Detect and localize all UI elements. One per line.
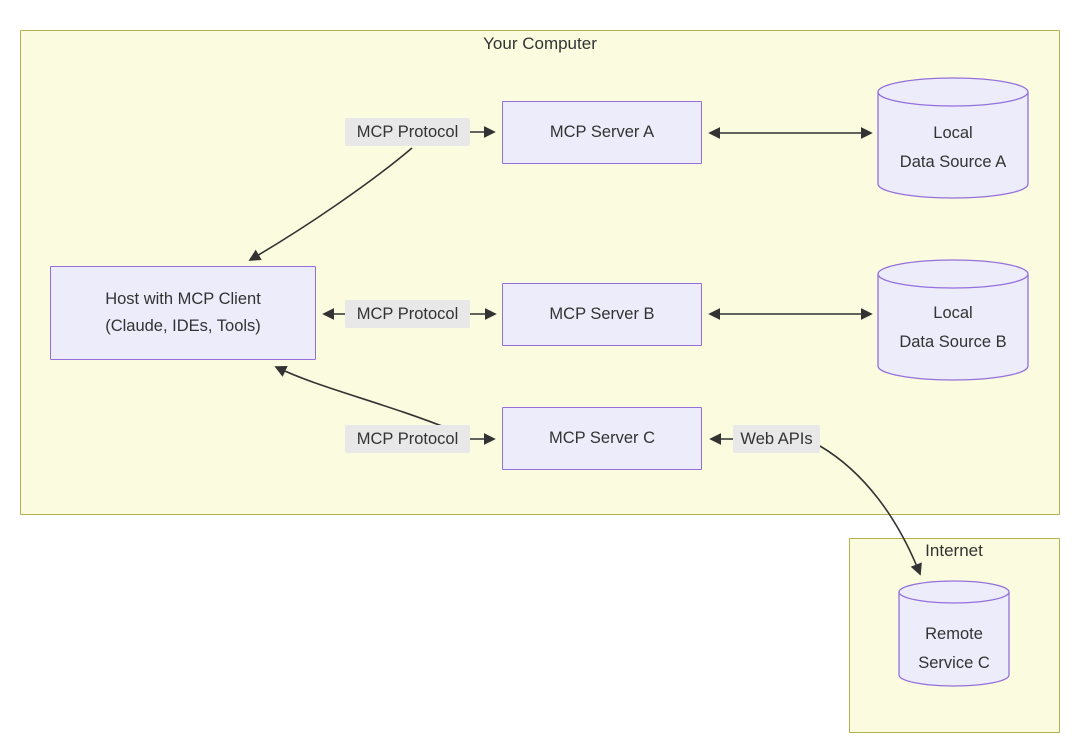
local-data-source-a-line2: Data Source A: [899, 152, 1007, 171]
edge-label-mcp-protocol-c: MCP Protocol: [345, 425, 470, 453]
local-data-source-a-cylinder: [877, 92, 1029, 199]
local-data-source-a-cylinder-top: [877, 77, 1029, 107]
mcp-server-a-label: MCP Server A: [549, 123, 655, 141]
remote-service-c-cylinder: [898, 592, 1010, 687]
remote-service-c-line2: Service C: [918, 653, 990, 672]
edge-label-web-apis: Web APIs: [733, 425, 820, 453]
local-data-source-b-line2: Data Source B: [899, 332, 1007, 351]
local-data-source-a-text: Local Data Source A: [878, 110, 1028, 185]
remote-service-c-cylinder-top: [898, 580, 1010, 604]
mcp-server-a-node: MCP Server A: [502, 101, 702, 164]
local-data-source-b-text: Local Data Source B: [878, 290, 1028, 365]
host-node-line2: (Claude, IDEs, Tools): [105, 317, 261, 335]
edge-web-apis-to-remote-service: [819, 445, 922, 576]
host-node-line1: Host with MCP Client: [105, 290, 261, 308]
edge-label-mcp-protocol-b: MCP Protocol: [345, 300, 470, 328]
local-data-source-b-cylinder-top: [877, 259, 1029, 289]
edge-protocol-c-to-host: [274, 365, 453, 431]
edge-protocol-a-to-host: [248, 147, 413, 261]
local-data-source-a-line1: Local: [933, 123, 973, 142]
mcp-server-b-node: MCP Server B: [502, 283, 702, 346]
local-data-source-b-cylinder: [877, 274, 1029, 381]
local-data-source-b-line1: Local: [933, 303, 973, 322]
mcp-server-c-node: MCP Server C: [502, 407, 702, 470]
host-node: Host with MCP Client (Claude, IDEs, Tool…: [50, 266, 316, 360]
remote-service-c-line1: Remote: [925, 624, 983, 643]
your-computer-label: Your Computer: [483, 34, 597, 53]
edge-label-mcp-protocol-a: MCP Protocol: [345, 118, 470, 146]
internet-label: Internet: [925, 541, 983, 560]
mcp-server-c-label: MCP Server C: [548, 429, 656, 447]
remote-service-c-text: Remote Service C: [899, 611, 1009, 686]
mcp-server-b-label: MCP Server B: [549, 305, 655, 323]
